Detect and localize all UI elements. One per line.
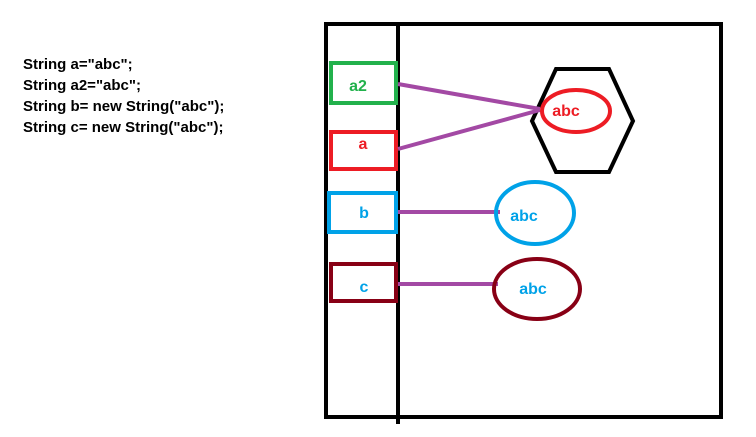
memory-box [324,22,723,419]
string-pool-hexagon [529,67,636,174]
object-label-c: abc [519,281,547,298]
code-line-1: String a="abc"; [23,56,133,73]
ref-box-c [329,262,398,303]
ref-label-a2: a2 [349,78,367,95]
object-label-b: abc [510,208,538,225]
code-line-2: String a2="abc"; [23,77,142,94]
object-label-pool: abc [552,103,580,120]
ref-label-a: a [359,136,368,153]
object-abc-b [494,180,576,246]
object-abc-pool [540,88,612,134]
ref-label-b: b [359,205,369,222]
object-abc-c [492,257,582,321]
code-snippet: String a="abc"; String a2="abc"; String … [23,54,224,138]
pointer-a [397,108,541,151]
ref-box-a [329,130,398,171]
pointer-a2 [397,82,541,111]
ref-box-a2 [329,61,398,105]
ref-label-c: c [360,279,369,296]
ref-box-b [327,191,398,234]
code-line-3: String b= new String("abc"); [23,98,225,115]
code-line-4: String c= new String("abc"); [23,119,224,136]
